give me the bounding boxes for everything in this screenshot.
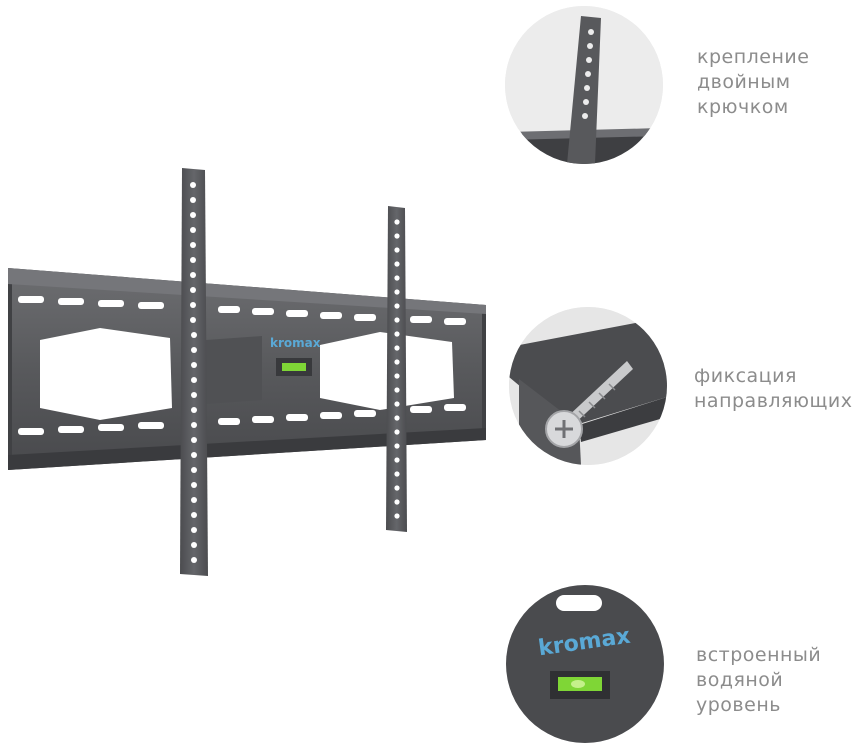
feature-level-line-1: встроенный <box>696 644 822 666</box>
feature-guides-line-2: направляющих <box>694 390 853 412</box>
feature-hook-line-2: двойным <box>697 71 791 93</box>
right-vertical-arm <box>386 206 407 532</box>
level-detail-image <box>506 585 664 743</box>
feature-guides-line-1: фиксация <box>694 365 797 387</box>
feature-hook-line-1: крепление <box>697 46 810 68</box>
brand-logo: kromax <box>270 336 321 350</box>
wall-plate <box>8 268 486 470</box>
bolt-detail-image <box>509 307 667 465</box>
feature-level-line-2: водяной <box>696 669 784 691</box>
tv-wall-bracket-image: kromax <box>8 168 486 576</box>
feature-hook-line-3: крючком <box>697 96 789 118</box>
feature-level-line-3: уровень <box>696 694 781 716</box>
left-vertical-arm <box>180 168 208 576</box>
hook-detail-image <box>505 6 663 164</box>
